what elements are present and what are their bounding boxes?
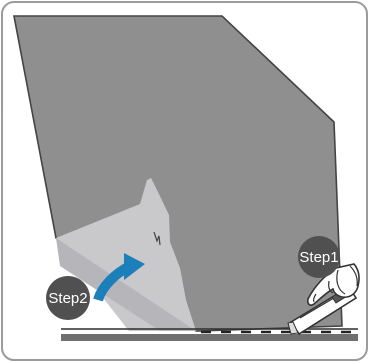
step2-label: Step2 (48, 290, 87, 307)
step2-badge: Step2 (46, 276, 90, 320)
base-rail (61, 334, 358, 341)
step1-badge: Step1 (298, 236, 340, 278)
step1-label: Step1 (299, 249, 338, 266)
